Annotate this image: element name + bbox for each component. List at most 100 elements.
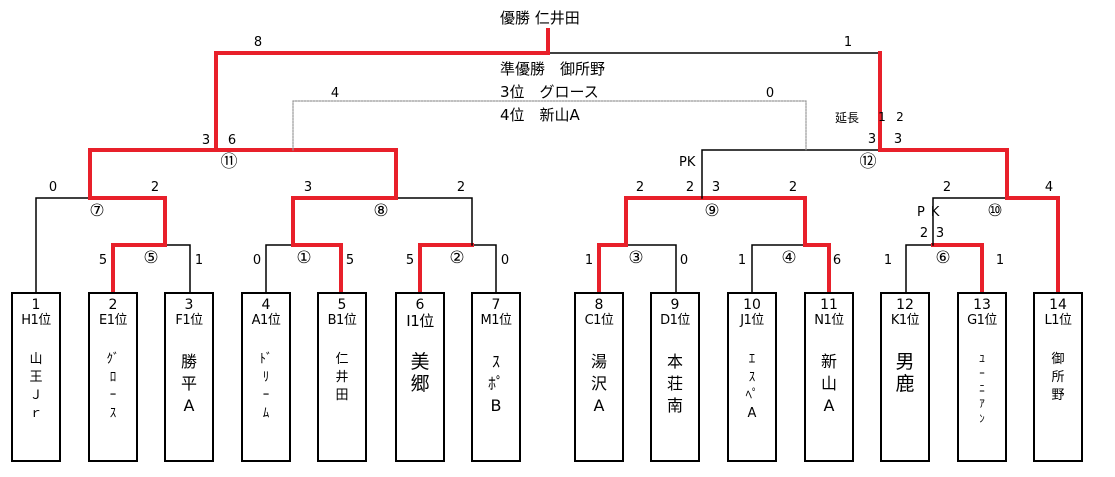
m1-score-right: 5: [345, 253, 355, 268]
final-score-left: 8: [253, 35, 263, 50]
m1-score-left: 0: [252, 253, 262, 268]
m6-pk-label: PK: [917, 205, 946, 220]
m9-pk-label: PK: [679, 155, 696, 170]
team-name: 新 山 A: [820, 352, 837, 415]
m12-line-loser: [701, 149, 881, 199]
team-name: 御 所 野: [1051, 352, 1065, 403]
team-number: 8: [594, 297, 604, 313]
m8-line-winner: [291, 196, 398, 247]
team-name: 勝 平 A: [180, 352, 197, 415]
team-box-11: 11 N1位 新 山 A: [804, 292, 854, 462]
m3-score-left: 1: [584, 253, 594, 268]
m9-line-loser: [624, 196, 704, 247]
final-score-right: 1: [843, 35, 853, 50]
team-name: ｴ ｽ ﾍﾟ A: [745, 352, 759, 421]
m4-score-right: 6: [832, 253, 842, 268]
team-rank: C1位: [584, 313, 614, 328]
final-line-left: [214, 51, 550, 152]
team-name: ﾄﾞ ﾘ ｰ ﾑ: [259, 352, 273, 421]
team-number: 11: [820, 297, 838, 313]
m4-line-loser: [751, 244, 806, 293]
m11-match-number: ⑪: [220, 152, 238, 172]
m8-line-loser: [395, 197, 473, 246]
team-number: 6: [415, 297, 425, 313]
team-box-13: 13 G1位 ﾕ ｰ ﾆ ｱ ﾝ: [957, 292, 1007, 462]
m10-match-number: ⑩: [987, 201, 1003, 221]
m5-score-right: 1: [194, 253, 204, 268]
team-box-4: 4 A1位 ﾄﾞ ﾘ ｰ ﾑ: [241, 292, 291, 462]
m3-line-winner: [597, 243, 628, 294]
team-box-7: 7 M1位 ｽ ﾎﾟ B: [471, 292, 521, 462]
team-rank: H1位: [21, 313, 51, 328]
team-name: ｽ ﾎﾟ B: [487, 352, 504, 415]
team-rank: D1位: [660, 313, 690, 328]
m12-match-number: ⑫: [859, 152, 877, 172]
team-number: 9: [670, 297, 680, 313]
team-name: 湯 沢 A: [590, 352, 607, 415]
m8-score-left: 3: [303, 180, 313, 195]
third-place-line: [292, 100, 807, 151]
team-rank: E1位: [99, 313, 128, 328]
team-number: 13: [973, 297, 991, 313]
team-number: 12: [896, 297, 914, 313]
fourth-place-result: 4位 新山A: [500, 106, 580, 124]
team-rank: M1位: [480, 313, 513, 328]
team-box-1: 1 H1位 山 王 Ｊ ｒ: [11, 292, 61, 462]
team-box-5: 5 B1位 仁 井 田: [317, 292, 367, 462]
team-rank: B1位: [327, 313, 357, 328]
m9-line-winner: [700, 196, 807, 247]
m4-match-number: ④: [781, 248, 797, 268]
m11-line-loser: [88, 148, 218, 200]
team-name: ﾕ ｰ ﾆ ｱ ﾝ: [979, 352, 985, 425]
team-name: 山 王 Ｊ ｒ: [29, 352, 43, 421]
team-number: 10: [743, 297, 761, 313]
m5-line-loser: [164, 244, 191, 293]
m6-pk-right: 3: [935, 226, 945, 241]
team-box-14: 14 L1位 御 所 野: [1033, 292, 1083, 462]
m7-score-left: 0: [48, 180, 58, 195]
m4-score-left: 1: [737, 253, 747, 268]
m12-et-right: 2: [896, 110, 904, 124]
m11-score-left: 3: [201, 133, 211, 148]
m12-extra-time-label: 延長: [835, 111, 860, 125]
team-number: 4: [261, 297, 271, 313]
m12-line-winner: [878, 148, 1009, 200]
m10-line-winner: [1005, 196, 1060, 294]
m7-line-loser: [35, 197, 91, 293]
m6-score-right: 1: [995, 253, 1005, 268]
m6-line-winner: [931, 243, 984, 294]
m2-score-right: 0: [500, 253, 510, 268]
m5-match-number: ⑤: [143, 248, 159, 268]
m11-line-winner: [214, 148, 398, 200]
m2-match-number: ②: [449, 248, 465, 268]
m1-line-winner: [291, 243, 343, 294]
team-box-6: 6 I1位 美 郷: [395, 292, 445, 462]
m2-line-winner: [418, 243, 474, 294]
team-rank: I1位: [406, 312, 434, 330]
team-box-2: 2 E1位 ｸﾞ ﾛ ｰ ｽ: [88, 292, 138, 462]
team-rank: L1位: [1044, 313, 1072, 328]
m10-line-loser: [932, 197, 1008, 246]
m6-line-loser: [905, 244, 934, 293]
m2-line-loser: [471, 244, 497, 293]
m9-pk-left: 2: [685, 180, 695, 195]
m10-score-left: 2: [942, 180, 952, 195]
team-rank: F1位: [175, 313, 203, 328]
m11-score-right: 6: [227, 133, 237, 148]
m5-score-left: 5: [98, 253, 108, 268]
m8-match-number: ⑧: [373, 201, 389, 221]
third-place-result: 3位 グロース: [500, 83, 599, 101]
team-name: 男 鹿: [895, 351, 915, 395]
team-name: 本 荘 南: [666, 352, 683, 415]
team-rank: A1位: [251, 313, 281, 328]
m2-score-left: 5: [405, 253, 415, 268]
m12-score-left: 3: [867, 132, 877, 147]
team-number: 2: [108, 297, 118, 313]
m1-match-number: ①: [296, 248, 312, 268]
m9-pk-right: 3: [711, 180, 721, 195]
m9-match-number: ⑨: [704, 201, 720, 221]
m7-score-right: 2: [150, 180, 160, 195]
third-place-score-left: 4: [330, 86, 340, 101]
m6-score-left: 1: [883, 253, 893, 268]
